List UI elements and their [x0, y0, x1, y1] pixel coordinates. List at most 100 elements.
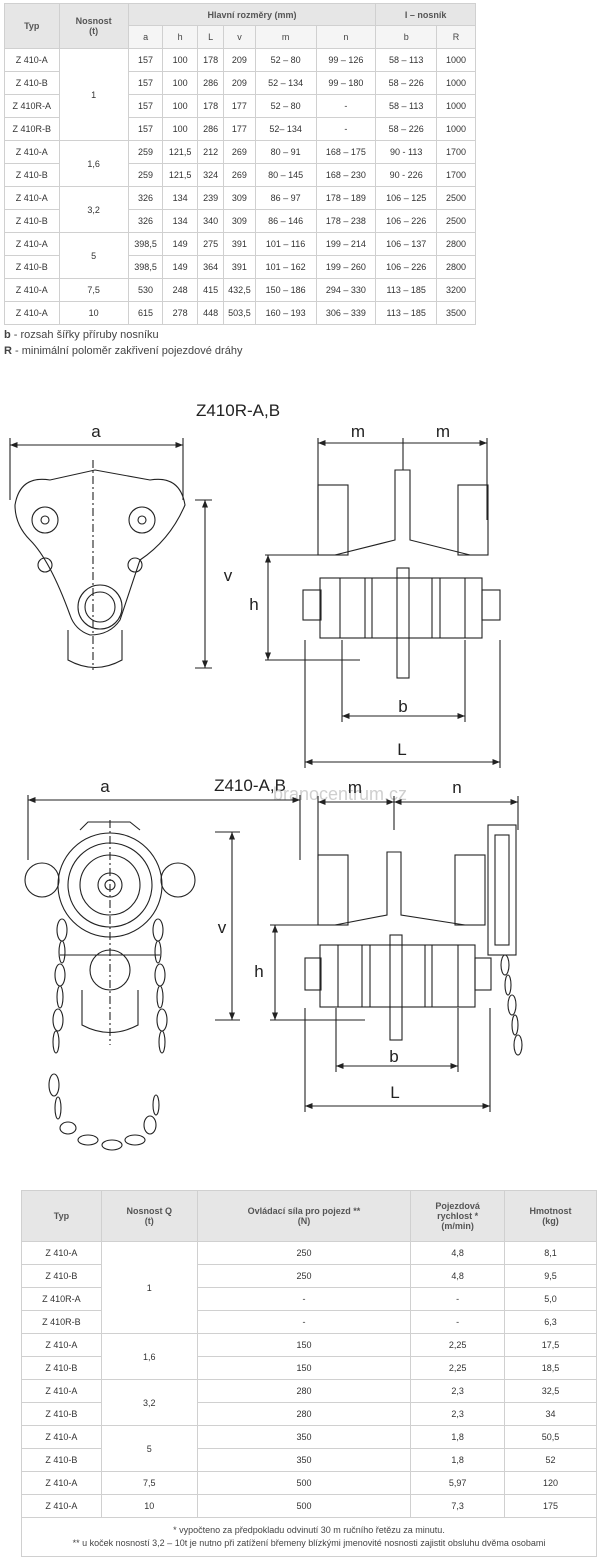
value-cell: 121,5	[162, 140, 198, 164]
nosnost-cell: 7,5	[100, 1471, 198, 1495]
nosnost-cell: 1,6	[100, 1333, 198, 1380]
type-cell: Z 410-B	[21, 1264, 102, 1288]
dim-label-a-a: a	[100, 777, 110, 796]
value-cell: 398,5	[127, 255, 164, 279]
col2-pojezdova-rychlost: Pojezdová rychlost * (m/min)	[410, 1190, 506, 1242]
nosnost-cell: 10	[100, 1494, 198, 1518]
dim-label-b-a: b	[389, 1047, 398, 1066]
dim-label-a-r: a	[91, 422, 101, 441]
value-cell: 100	[162, 94, 198, 118]
type-cell: Z 410-B	[21, 1356, 102, 1380]
technical-drawing: Z410R-A,B Z410-A,B branocentrum.cz a v	[9, 401, 523, 1151]
value-cell: 99 – 180	[315, 71, 377, 95]
value-cell: 415	[196, 278, 225, 302]
value-cell: -	[315, 94, 377, 118]
value-cell: 160 – 193	[254, 301, 317, 325]
dim-label-v-r: v	[224, 566, 233, 585]
type-cell: Z 410-B	[4, 71, 60, 95]
hand-chain-right	[152, 918, 168, 1054]
value-cell: 177	[223, 94, 256, 118]
value-cell: 199 – 260	[315, 255, 377, 279]
value-cell: 113 – 185	[375, 278, 438, 302]
value-cell: 432,5	[223, 278, 256, 302]
value-cell: 2800	[436, 255, 476, 279]
value-cell: 239	[196, 186, 225, 210]
dim-label-h-r: h	[249, 595, 258, 614]
type-cell: Z 410-A	[21, 1471, 102, 1495]
value-cell: 50,5	[504, 1425, 597, 1449]
sub-m: m	[254, 25, 317, 49]
col2-nosnost: Nosnost Q (t)	[100, 1190, 198, 1242]
value-cell: 391	[223, 232, 256, 256]
trolley-a-front-view	[24, 795, 301, 1151]
sub-R: R	[436, 25, 476, 49]
type-cell: Z 410-B	[21, 1402, 102, 1426]
dim-label-m-a: m	[348, 778, 362, 797]
value-cell: 350	[196, 1425, 412, 1449]
footnote-2: ** u koček nosností 3,2 – 10t je nutno p…	[72, 1538, 546, 1548]
value-cell: 5,97	[410, 1471, 506, 1495]
sub-v: v	[223, 25, 256, 49]
value-cell: 18,5	[504, 1356, 597, 1380]
dim-label-L-r: L	[397, 740, 406, 759]
value-cell: 286	[196, 71, 225, 95]
value-cell: 99 – 126	[315, 48, 377, 72]
nosnost-cell: 1,6	[58, 140, 129, 187]
value-cell: 178 – 189	[315, 186, 377, 210]
type-cell: Z 410R-A	[21, 1287, 102, 1311]
value-cell: 1700	[436, 140, 476, 164]
value-cell: 326	[127, 209, 164, 233]
value-cell: 5,0	[504, 1287, 597, 1311]
value-cell: 2,25	[410, 1333, 506, 1357]
sub-h: h	[162, 25, 198, 49]
dimensions-table: Typ Nosnost (t) Hlavní rozměry (mm) I – …	[4, 3, 476, 325]
value-cell: 149	[162, 255, 198, 279]
value-cell: 150 – 186	[254, 278, 317, 302]
type-cell: Z 410-A	[4, 278, 60, 302]
value-cell: 86 – 97	[254, 186, 317, 210]
value-cell: 3200	[436, 278, 476, 302]
value-cell: 168 – 230	[315, 163, 377, 187]
value-cell: 1000	[436, 48, 476, 72]
value-cell: 8,1	[504, 1241, 597, 1265]
value-cell: 250	[196, 1264, 412, 1288]
performance-table: Typ Nosnost Q (t) Ovládací síla pro poje…	[21, 1190, 597, 1557]
value-cell: 326	[127, 186, 164, 210]
value-cell: 134	[162, 209, 198, 233]
value-cell: 1,8	[410, 1425, 506, 1449]
value-cell: 2,25	[410, 1356, 506, 1380]
value-cell: 90 - 226	[375, 163, 438, 187]
watermark: branocentrum.cz	[273, 784, 407, 804]
value-cell: 157	[127, 48, 164, 72]
value-cell: 340	[196, 209, 225, 233]
drawing-title-a: Z410-A,B	[214, 776, 286, 795]
trolley-a-side-view	[270, 796, 523, 1112]
sub-b: b	[375, 25, 438, 49]
dim-label-b-r: b	[398, 697, 407, 716]
value-cell: 324	[196, 163, 225, 187]
dim-label-n-a: n	[452, 778, 461, 797]
value-cell: 175	[504, 1494, 597, 1518]
table2-footnotes: * vypočteno za předpokladu odvinutí 30 m…	[21, 1517, 597, 1557]
value-cell: 2500	[436, 186, 476, 210]
type-cell: Z 410-A	[21, 1241, 102, 1265]
value-cell: 280	[196, 1379, 412, 1403]
value-cell: 250	[196, 1241, 412, 1265]
value-cell: 52 – 80	[254, 48, 317, 72]
value-cell: 209	[223, 71, 256, 95]
sub-L: L	[196, 25, 225, 49]
value-cell: 1000	[436, 94, 476, 118]
value-cell: 500	[196, 1494, 412, 1518]
